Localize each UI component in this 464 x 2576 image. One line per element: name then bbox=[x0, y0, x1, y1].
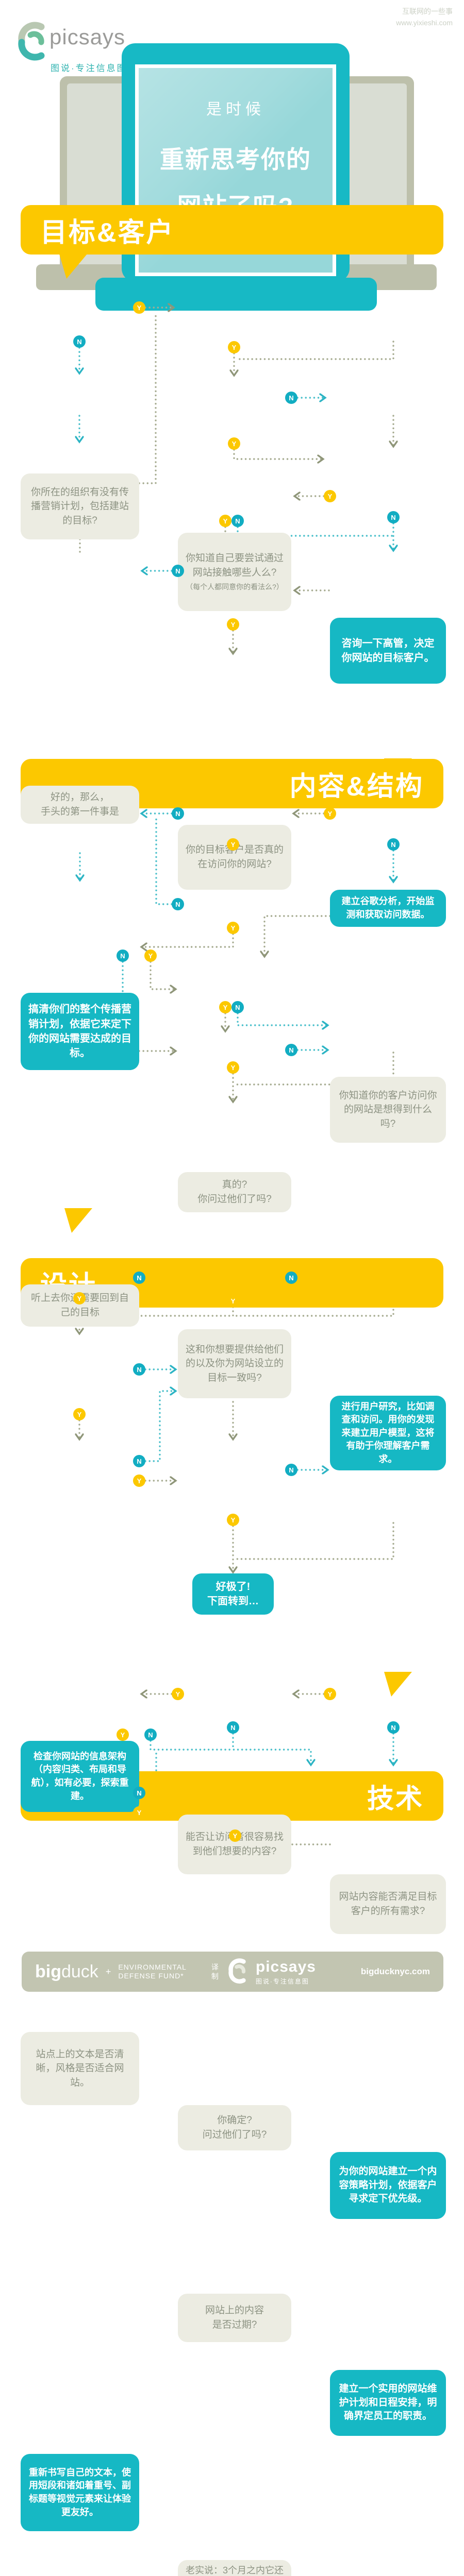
no-badge: N bbox=[285, 1044, 297, 1056]
yes-badge: Y bbox=[227, 838, 239, 851]
q-sure-asked: 你确定? 问过他们了吗? bbox=[178, 2105, 291, 2150]
section-header-goals: 目标&客户 bbox=[21, 205, 443, 255]
q-easy-find: 能否让访问者很容易找到他们想要的内容? bbox=[178, 1815, 291, 1874]
no-badge: N bbox=[133, 1363, 145, 1376]
footer-picsays-block: picsays 图说·专注信息图 bbox=[256, 1958, 316, 1986]
watermark-url: www.yixieshi.com bbox=[396, 18, 453, 27]
action-check-ia: 检查你网站的信息架构（内容归类、布局和导航），如有必要，探索重建。 bbox=[21, 1741, 139, 1812]
no-badge: N bbox=[144, 1728, 157, 1741]
no-badge: N bbox=[172, 565, 184, 577]
no-badge: N bbox=[285, 1272, 297, 1284]
action-rewrite-text: 重新书写自己的文本，使用短段和诸如着重号、副标题等视觉元素来让体验更友好。 bbox=[21, 2454, 139, 2531]
footer-picsays-wordmark: picsays bbox=[255, 1958, 316, 1975]
logo-wordmark: picsays bbox=[49, 25, 126, 49]
yes-badge: Y bbox=[133, 1475, 145, 1487]
great-move-on: 好极了! 下面转到… bbox=[192, 1573, 274, 1615]
no-badge: N bbox=[133, 1455, 145, 1467]
yes-badge: Y bbox=[172, 1688, 184, 1700]
hero-line1: 是时候 bbox=[206, 101, 265, 118]
action-content-strategy: 为你的网站建立一个内容策略计划，依据客户寻求定下优先级。 bbox=[330, 2152, 446, 2219]
no-badge: N bbox=[172, 807, 184, 820]
yes-badge: Y bbox=[227, 1295, 239, 1307]
no-badge: N bbox=[227, 1721, 239, 1734]
footer-bar: big duck + ENVIRONMENTAL DEFENSE FUND* 译… bbox=[22, 1952, 443, 1992]
no-badge: N bbox=[133, 1787, 145, 1799]
q-matches-goals: 这和你想要提供给他们的以及你为网站设立的目标一致吗? bbox=[178, 1329, 291, 1398]
yes-badge: Y bbox=[219, 515, 231, 527]
q-know-audience-note: （每个人都同意你的看法么?） bbox=[186, 583, 284, 591]
no-badge: N bbox=[285, 1464, 297, 1476]
action-consult-execs: 咨询一下高管，决定你网站的目标客户。 bbox=[330, 618, 446, 684]
footer-url: bigducknyc.com bbox=[360, 1967, 430, 1976]
yes-badge: Y bbox=[73, 1408, 86, 1420]
footer-picsays-tagline: 图说·专注信息图 bbox=[255, 1977, 309, 1985]
bigduck-logo-bold: big bbox=[35, 1961, 61, 1981]
q-marketing-plan: 你所在的组织有没有传播营销计划，包括建站的目标? bbox=[21, 473, 139, 539]
yes-badge: Y bbox=[133, 1806, 145, 1819]
no-badge: N bbox=[231, 515, 244, 527]
no-badge: N bbox=[133, 1272, 145, 1284]
ok-first-thing: 好的，那么， 手头的第一件事是 bbox=[21, 786, 139, 824]
translated-by-label: 译制 bbox=[211, 1962, 219, 1980]
action-maintenance-plan: 建立一个实用的网站维护计划和日程安排，明确界定员工的职责。 bbox=[330, 2370, 446, 2436]
bigduck-logo-light: duck bbox=[61, 1961, 98, 1981]
no-badge: N bbox=[387, 511, 400, 523]
picsays-logo-icon bbox=[14, 19, 52, 65]
yes-badge: Y bbox=[227, 1514, 239, 1526]
yes-badge: Y bbox=[227, 1061, 239, 1074]
section-tail bbox=[64, 1208, 92, 1233]
action-google-analytics: 建立谷歌分析，开始监测和获取访问数据。 bbox=[330, 890, 446, 927]
section-header-content: 内容&结构 bbox=[21, 759, 443, 808]
no-badge: N bbox=[387, 1721, 400, 1734]
watermark-line1: 互联网的一些事 bbox=[402, 7, 453, 15]
footer-picsays-icon bbox=[226, 1956, 251, 1988]
q-know-audience: 你知道自己要尝试通过网站接触哪些人么?（每个人都同意你的看法么?） bbox=[178, 533, 291, 611]
logo-tagline: 图说·专注信息图 bbox=[51, 63, 127, 73]
q-outdated: 网站上的内容 是否过期? bbox=[178, 2294, 291, 2342]
no-badge: N bbox=[231, 1001, 244, 1013]
plus-sign: + bbox=[105, 1966, 111, 1977]
action-user-research: 进行用户研究，比如调查和访问。用你的发现来建立用户模型，这将有助于你理解客户需求… bbox=[330, 1396, 446, 1470]
watermark: 互联网的一些事 www.yixieshi.com bbox=[396, 6, 453, 28]
yes-badge: Y bbox=[227, 618, 239, 631]
yes-badge: Y bbox=[229, 1829, 241, 1842]
yes-badge: Y bbox=[227, 922, 239, 934]
edf-line2: DEFENSE FUND* bbox=[118, 1972, 184, 1980]
edf-logo: ENVIRONMENTAL DEFENSE FUND* bbox=[118, 1963, 187, 1981]
back-to-goals: 听上去你还需要回到自己的目标 bbox=[21, 1284, 139, 1327]
yes-badge: Y bbox=[324, 807, 336, 820]
yes-badge: Y bbox=[73, 1292, 86, 1304]
yes-badge: Y bbox=[324, 1688, 336, 1700]
q-meets-needs: 网站内容能否满足目标客户的所有需求? bbox=[330, 1874, 446, 1934]
yes-badge: Y bbox=[133, 301, 145, 314]
no-badge: N bbox=[387, 838, 400, 851]
q-know-what-they-want: 你知道你的客户访问你的网站是想得到什么吗? bbox=[330, 1077, 446, 1143]
section-tail bbox=[384, 1672, 412, 1697]
no-badge: N bbox=[117, 950, 129, 962]
no-badge: N bbox=[285, 392, 297, 404]
yes-badge: Y bbox=[324, 490, 336, 502]
no-badge: N bbox=[172, 898, 184, 910]
yes-badge: Y bbox=[144, 950, 157, 962]
yes-badge: Y bbox=[228, 437, 240, 450]
q-really-asked: 真的? 你问过他们了吗? bbox=[178, 1172, 291, 1212]
yes-badge: Y bbox=[228, 341, 240, 353]
yes-badge: Y bbox=[117, 1728, 129, 1741]
section-tail bbox=[59, 254, 87, 279]
action-clarify-plan: 搞清你们的整个传播营销计划，依据它来定下你的网站需要达成的目标。 bbox=[21, 993, 139, 1070]
edf-line1: ENVIRONMENTAL bbox=[118, 1962, 187, 1971]
q-text-clear: 站点上的文本是否清晰，风格是否适合网站。 bbox=[21, 2032, 139, 2105]
q-honestly-fresh: 老实说：3个月之内它还是最新的吗? bbox=[178, 2560, 291, 2576]
q-audience-visiting: 你的目标客户是否真的在访问你的网站? bbox=[178, 825, 291, 890]
yes-badge: Y bbox=[219, 1001, 231, 1013]
no-badge: N bbox=[73, 335, 86, 348]
hero-line2: 重新思考你的 bbox=[160, 146, 311, 173]
